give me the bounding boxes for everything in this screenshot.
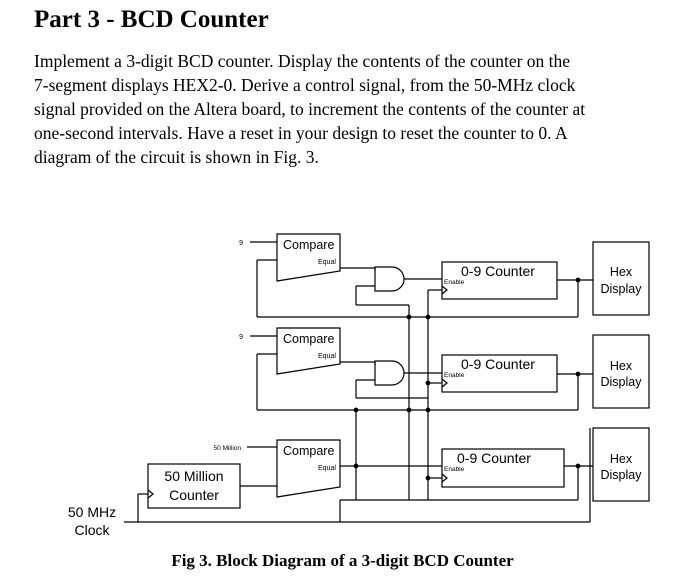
paragraph-line: diagram of the circuit is shown in Fig. … [34,147,319,167]
paragraph-line: one-second intervals. Have a reset in yo… [34,123,568,143]
hex-display-label: Display [601,282,643,296]
hex-display-block [592,427,650,502]
hex-display-label: Display [601,468,643,482]
instructions-paragraph: Implement a 3-digit BCD counter. Display… [34,49,664,169]
million-counter-label: Counter [169,487,219,503]
hex-display-label: Display [601,375,643,389]
bcd-counter-label: 0-9 Counter [457,450,531,466]
paragraph-line: 7-segment displays HEX2-0. Derive a cont… [34,75,576,95]
hex-display-block [592,334,650,409]
comparator-label: Compare [283,238,334,252]
bcd-counter-label: 0-9 Counter [461,356,535,372]
section-title: Part 3 - BCD Counter [34,6,269,33]
paragraph-line: Implement a 3-digit BCD counter. Display… [34,51,571,71]
comparator-label: Compare [283,444,334,458]
enable-label: Enable [444,466,465,473]
compare-input-label: 9 [239,240,243,247]
compare-input-label: 9 [239,334,243,341]
hex-display-block [592,241,650,316]
equal-label: Equal [318,259,336,266]
row-ones: 9 Compare Equal 0-9 Counter Enable Hex D… [239,233,650,318]
clock-label: Clock [74,522,110,538]
and-gate [374,360,405,386]
equal-label: Equal [318,353,336,360]
hex-display-label: Hex [610,265,633,279]
bcd-counter-block [441,448,565,488]
comparator-block [276,439,341,498]
clock-input-icon [441,378,448,388]
bcd-counter-label: 0-9 Counter [461,263,535,279]
clock-label: 50 MHz [68,504,116,520]
hex-display-label: Hex [610,452,633,466]
row-hundreds: 50 Million Compare Equal 0-9 Counter Ena… [214,427,650,502]
comparator-label: Compare [283,332,334,346]
enable-label: Enable [444,279,465,286]
clock-input-icon [441,285,448,295]
comparator-block [276,233,341,282]
figure-caption: Fig 3. Block Diagram of a 3-digit BCD Co… [171,551,514,570]
prescaler: 50 Million Counter 50 MHz Clock [68,428,591,538]
row-tens: 9 Compare Equal 0-9 Counter Enable Hex D… [239,327,650,411]
comparator-block [276,327,341,375]
enable-label: Enable [444,372,465,379]
clock-input-icon [441,473,448,483]
equal-label: Equal [318,465,336,472]
compare-input-label: 50 Million [214,445,242,452]
million-counter-label: 50 Million [164,468,223,484]
and-gate [374,266,405,292]
hex-display-label: Hex [610,359,633,373]
paragraph-line: signal provided on the Altera board, to … [34,99,586,119]
clock-input-icon [147,489,154,499]
